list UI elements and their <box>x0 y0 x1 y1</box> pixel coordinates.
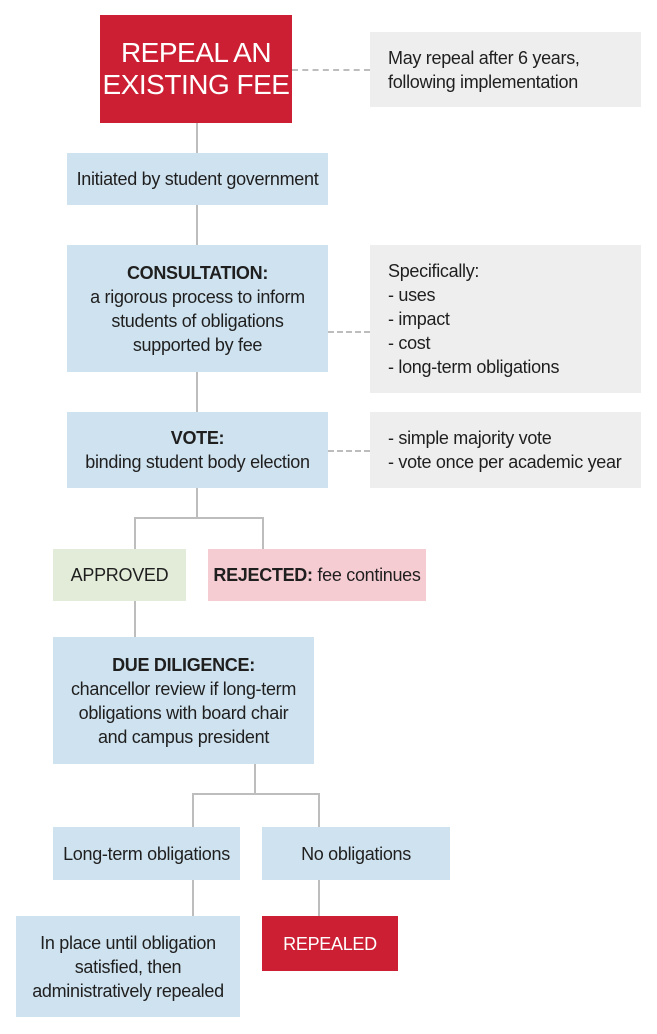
title-box: REPEAL AN EXISTING FEE <box>100 15 292 123</box>
consultation-line-1: a rigorous process to inform <box>90 286 305 307</box>
connector-title-initiated <box>196 123 198 153</box>
connector-initiated-consultation <box>196 205 198 245</box>
due-diligence-line-2: obligations with board chair <box>78 702 289 723</box>
in-place-line-1: In place until obligation <box>40 932 216 953</box>
initiated-box: Initiated by student government <box>67 153 328 205</box>
connector-branch-approved <box>134 517 136 549</box>
approved-box: APPROVED <box>53 549 186 601</box>
rejected-box: REJECTED: fee continues <box>208 549 426 601</box>
in-place-line-2: satisfied, then <box>74 956 182 977</box>
no-obligations-box: No obligations <box>262 827 450 880</box>
no-obligations-text: No obligations <box>301 843 411 864</box>
repeal-timing-line-2: following implementation <box>388 71 578 92</box>
repealed-text: REPEALED <box>283 933 377 954</box>
connector-branch-noobligations <box>318 793 320 827</box>
repeal-timing-line-1: May repeal after 6 years, <box>388 47 580 68</box>
connector-noobligations-repealed <box>318 880 320 916</box>
connector-branch-longterm <box>192 793 194 827</box>
title-line-1: REPEAL AN <box>120 37 272 68</box>
dashed-connector-title-note <box>292 69 370 71</box>
rejected-text: REJECTED: fee continues <box>208 563 426 587</box>
vote-note: - simple majority vote - vote once per a… <box>370 412 641 488</box>
in-place-box: In place until obligation satisfied, the… <box>16 916 240 1017</box>
connector-branch-rejected <box>262 517 264 549</box>
long-term-obligations-text: Long-term obligations <box>63 843 230 864</box>
in-place-line-3: administratively repealed <box>32 980 224 1001</box>
connector-vote-split <box>196 488 198 518</box>
vote-note-item-once: - vote once per academic year <box>388 452 622 472</box>
consultation-line-2: students of obligations <box>111 310 284 331</box>
consultation-note-item-impact: - impact <box>388 309 450 329</box>
repeal-timing-note: May repeal after 6 years, following impl… <box>370 32 641 107</box>
consultation-note-item-cost: - cost <box>388 333 431 353</box>
consultation-line-3: supported by fee <box>132 334 263 355</box>
connector-consultation-vote <box>196 372 198 412</box>
due-diligence-box: DUE DILIGENCE: chancellor review if long… <box>53 637 314 764</box>
vote-note-item-majority: - simple majority vote <box>388 428 552 448</box>
connector-diligence-branch-h <box>192 793 320 795</box>
consultation-box: CONSULTATION: a rigorous process to info… <box>67 245 328 372</box>
rejected-description: fee continues <box>312 565 421 585</box>
due-diligence-line-1: chancellor review if long-term <box>70 678 297 699</box>
vote-description: binding student body election <box>85 452 310 472</box>
initiated-text: Initiated by student government <box>76 169 319 189</box>
long-term-obligations-box: Long-term obligations <box>53 827 240 880</box>
consultation-note-item-uses: - uses <box>388 285 436 305</box>
dashed-connector-vote-note <box>328 450 370 452</box>
vote-heading: VOTE: <box>170 428 225 448</box>
due-diligence-heading: DUE DILIGENCE: <box>112 654 255 675</box>
rejected-heading: REJECTED: <box>213 565 313 585</box>
repealed-box: REPEALED <box>262 916 398 971</box>
consultation-note: Specifically: - uses - impact - cost - l… <box>370 245 641 393</box>
consultation-note-item-obligations: - long-term obligations <box>388 357 560 377</box>
connector-vote-branch-h <box>134 517 264 519</box>
title-line-2: EXISTING FEE <box>102 69 290 100</box>
connector-longterm-inplace <box>192 880 194 916</box>
consultation-heading: CONSULTATION: <box>126 262 269 283</box>
connector-approved-diligence <box>134 601 136 637</box>
dashed-connector-consultation-note <box>328 331 370 333</box>
vote-box: VOTE: binding student body election <box>67 412 328 488</box>
approved-text: APPROVED <box>70 565 169 585</box>
consultation-note-heading: Specifically: <box>388 261 480 281</box>
connector-diligence-split <box>254 764 256 794</box>
due-diligence-line-3: and campus president <box>97 726 270 747</box>
